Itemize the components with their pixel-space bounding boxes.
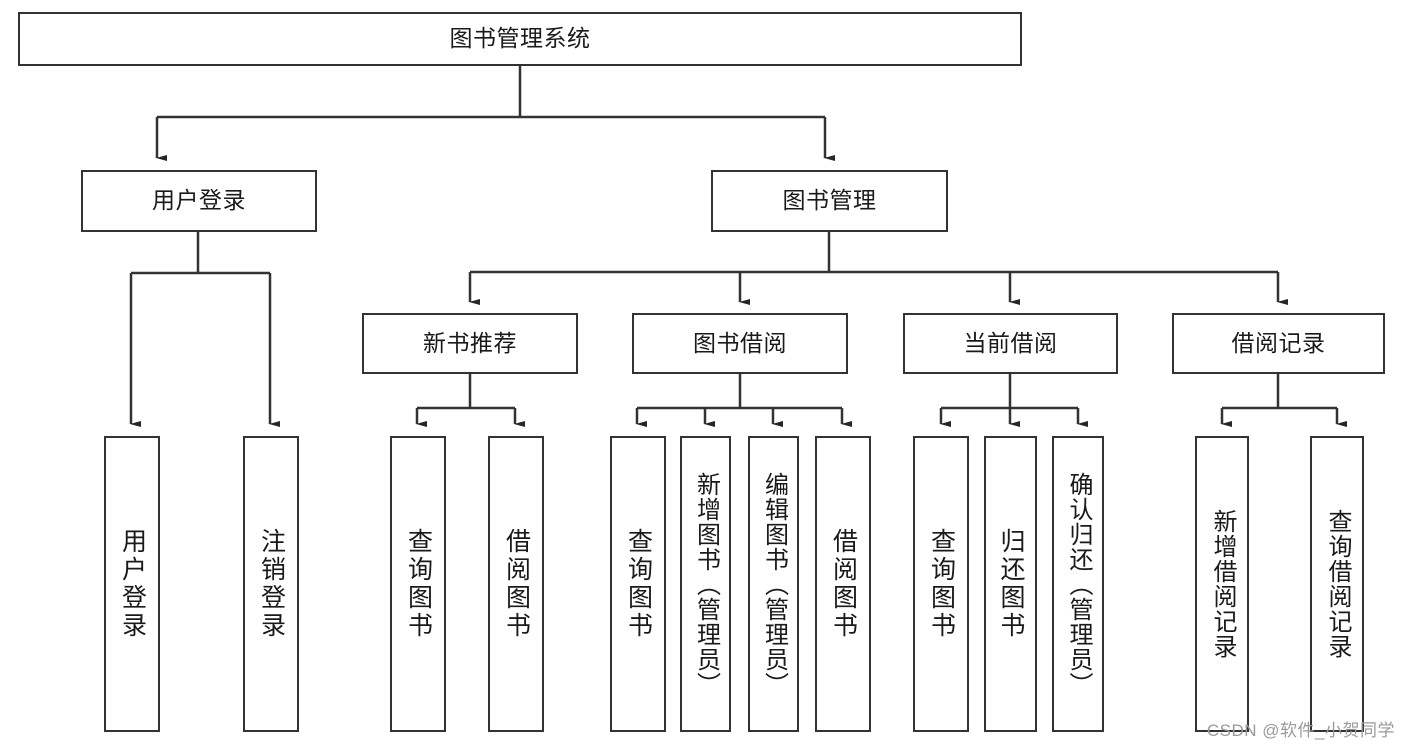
node-new-book-recommendation[interactable]: 新书推荐: [362, 313, 578, 374]
node-borrowing-record[interactable]: 借阅记录: [1172, 313, 1385, 374]
node-book-management[interactable]: 图书管理: [711, 170, 948, 232]
node-label: 新增图书（管理员）: [692, 471, 720, 697]
leaf-return-book[interactable]: 归还图书: [984, 436, 1037, 732]
node-label: 查询图书: [927, 528, 956, 640]
node-label: 借阅图书: [829, 528, 858, 640]
leaf-query-book-borrow[interactable]: 查询图书: [610, 436, 666, 732]
node-label: 查询借阅记录: [1324, 509, 1351, 659]
node-label: 图书借阅: [693, 329, 787, 356]
node-label: 确认归还（管理员）: [1065, 471, 1092, 697]
csdn-watermark: CSDN @软件_小贺同学: [1206, 721, 1395, 740]
node-label: 查询图书: [404, 528, 433, 640]
node-label: 当前借阅: [963, 329, 1058, 356]
node-label: 新书推荐: [423, 329, 517, 356]
node-label: 注销登录: [257, 528, 286, 640]
node-label: 归还图书: [997, 528, 1025, 640]
node-label: 借阅图书: [502, 528, 531, 640]
leaf-add-borrow-record[interactable]: 新增借阅记录: [1195, 436, 1249, 732]
node-current-borrowing[interactable]: 当前借阅: [903, 313, 1118, 374]
node-book-borrowing[interactable]: 图书借阅: [632, 313, 848, 374]
leaf-query-book-current[interactable]: 查询图书: [913, 436, 969, 732]
leaf-borrow-book[interactable]: 借阅图书: [815, 436, 871, 732]
leaf-query-book-new[interactable]: 查询图书: [390, 436, 446, 732]
leaf-user-login[interactable]: 用户登录: [104, 436, 160, 732]
leaf-add-book-admin[interactable]: 新增图书（管理员）: [680, 436, 731, 732]
leaf-confirm-return-admin[interactable]: 确认归还（管理员）: [1052, 436, 1104, 732]
node-root-book-management-system[interactable]: 图书管理系统: [18, 12, 1022, 66]
node-label: 查询图书: [624, 528, 653, 640]
node-label: 借阅记录: [1231, 329, 1326, 356]
leaf-logout[interactable]: 注销登录: [243, 436, 299, 732]
node-label: 新增借阅记录: [1209, 509, 1236, 659]
node-user-login[interactable]: 用户登录: [81, 170, 317, 232]
node-label: 用户登录: [152, 187, 246, 214]
node-label: 图书管理系统: [449, 25, 591, 52]
leaf-edit-book-admin[interactable]: 编辑图书（管理员）: [748, 436, 799, 732]
leaf-query-borrow-record[interactable]: 查询借阅记录: [1310, 436, 1364, 732]
leaf-borrow-book-new[interactable]: 借阅图书: [488, 436, 544, 732]
node-label: 编辑图书（管理员）: [760, 471, 788, 697]
node-label: 图书管理: [782, 187, 877, 214]
node-label: 用户登录: [118, 528, 147, 640]
